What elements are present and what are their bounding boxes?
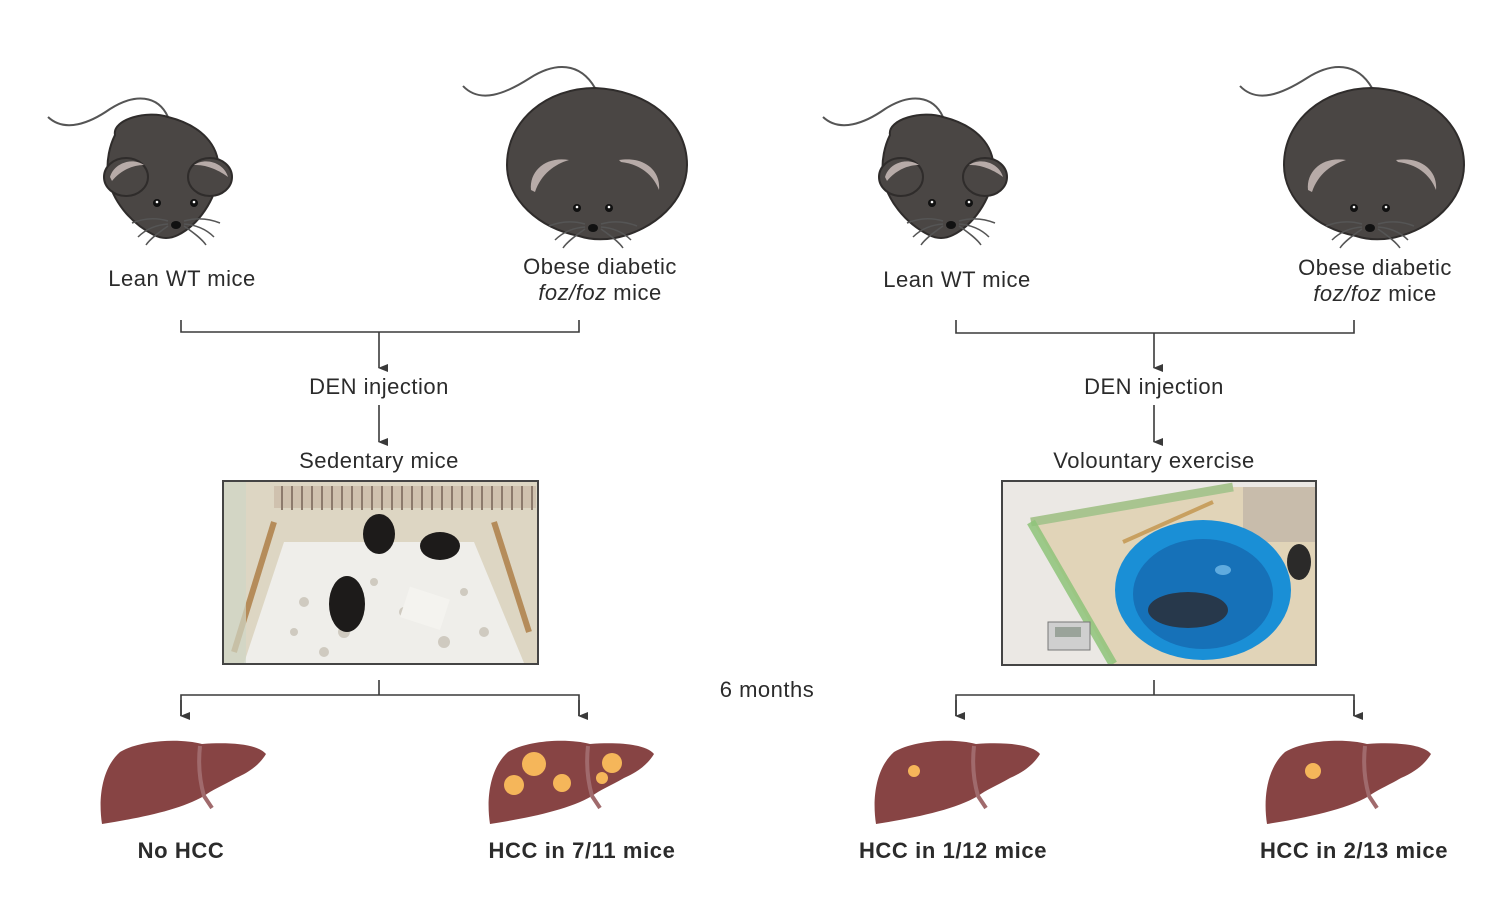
liver-icon — [100, 740, 266, 824]
tumor-nodule — [504, 775, 524, 795]
mouse-in-cage — [420, 532, 460, 560]
tumor-nodule — [596, 772, 608, 784]
group-label-obese-sedentary: Obese diabetic foz/foz mice — [480, 254, 720, 306]
label-suffix: mice — [1381, 281, 1437, 306]
tumor-nodule — [602, 753, 622, 773]
liver-ligament — [971, 745, 988, 810]
wheel-illustration — [1003, 482, 1315, 664]
group-label-obese-exercise: Obese diabetic foz/foz mice — [1255, 255, 1495, 307]
group-label-lean-sedentary: Lean WT mice — [108, 266, 256, 291]
liver-lobe — [1265, 740, 1431, 824]
step-exercise: Volountary exercise — [1053, 448, 1255, 473]
label-suffix: mice — [606, 280, 662, 305]
outcome-obese-sedentary: HCC in 7/11 mice — [488, 838, 676, 863]
liver-icon — [488, 740, 654, 824]
outcome-lean-sedentary: No HCC — [137, 838, 225, 863]
lean-mouse-icon — [47, 97, 233, 246]
tumor-nodule — [553, 774, 571, 792]
running-wheel-photo — [1001, 480, 1317, 666]
outcome-obese-exercise: HCC in 2/13 mice — [1259, 838, 1449, 863]
step-den-injection-right: DEN injection — [1084, 374, 1224, 399]
step-den-injection-left: DEN injection — [309, 374, 449, 399]
mouse-in-cage — [329, 576, 365, 632]
sedentary-cage-photo — [222, 480, 539, 665]
liver-icon — [874, 740, 1040, 824]
label-line1: Obese diabetic — [1298, 255, 1452, 280]
liver-ligament — [197, 745, 214, 810]
label-line1: Obese diabetic — [523, 254, 677, 279]
merge-bracket-right — [955, 320, 1355, 334]
outcome-lean-exercise: HCC in 1/12 mice — [858, 838, 1048, 863]
cage-illustration — [224, 482, 537, 663]
step-sedentary: Sedentary mice — [299, 448, 459, 473]
tumor-nodule — [522, 752, 546, 776]
obese-mouse-icon — [1239, 66, 1466, 249]
liver-lobe — [874, 740, 1040, 824]
tumor-nodule — [1305, 763, 1321, 779]
liver-ligament — [585, 745, 602, 810]
liver-icon — [1265, 740, 1431, 824]
liver-ligament — [1362, 745, 1379, 810]
genotype-label: foz/foz — [538, 280, 607, 305]
group-label-lean-exercise: Lean WT mice — [883, 267, 1031, 292]
liver-lobe — [100, 740, 266, 824]
obese-mouse-icon — [462, 66, 689, 249]
duration-label: 6 months — [719, 677, 815, 702]
mouse-in-cage — [363, 514, 395, 554]
genotype-label: foz/foz — [1313, 281, 1382, 306]
tumor-nodule — [908, 765, 920, 777]
merge-bracket-left — [180, 320, 580, 333]
lean-mouse-icon — [822, 97, 1008, 246]
